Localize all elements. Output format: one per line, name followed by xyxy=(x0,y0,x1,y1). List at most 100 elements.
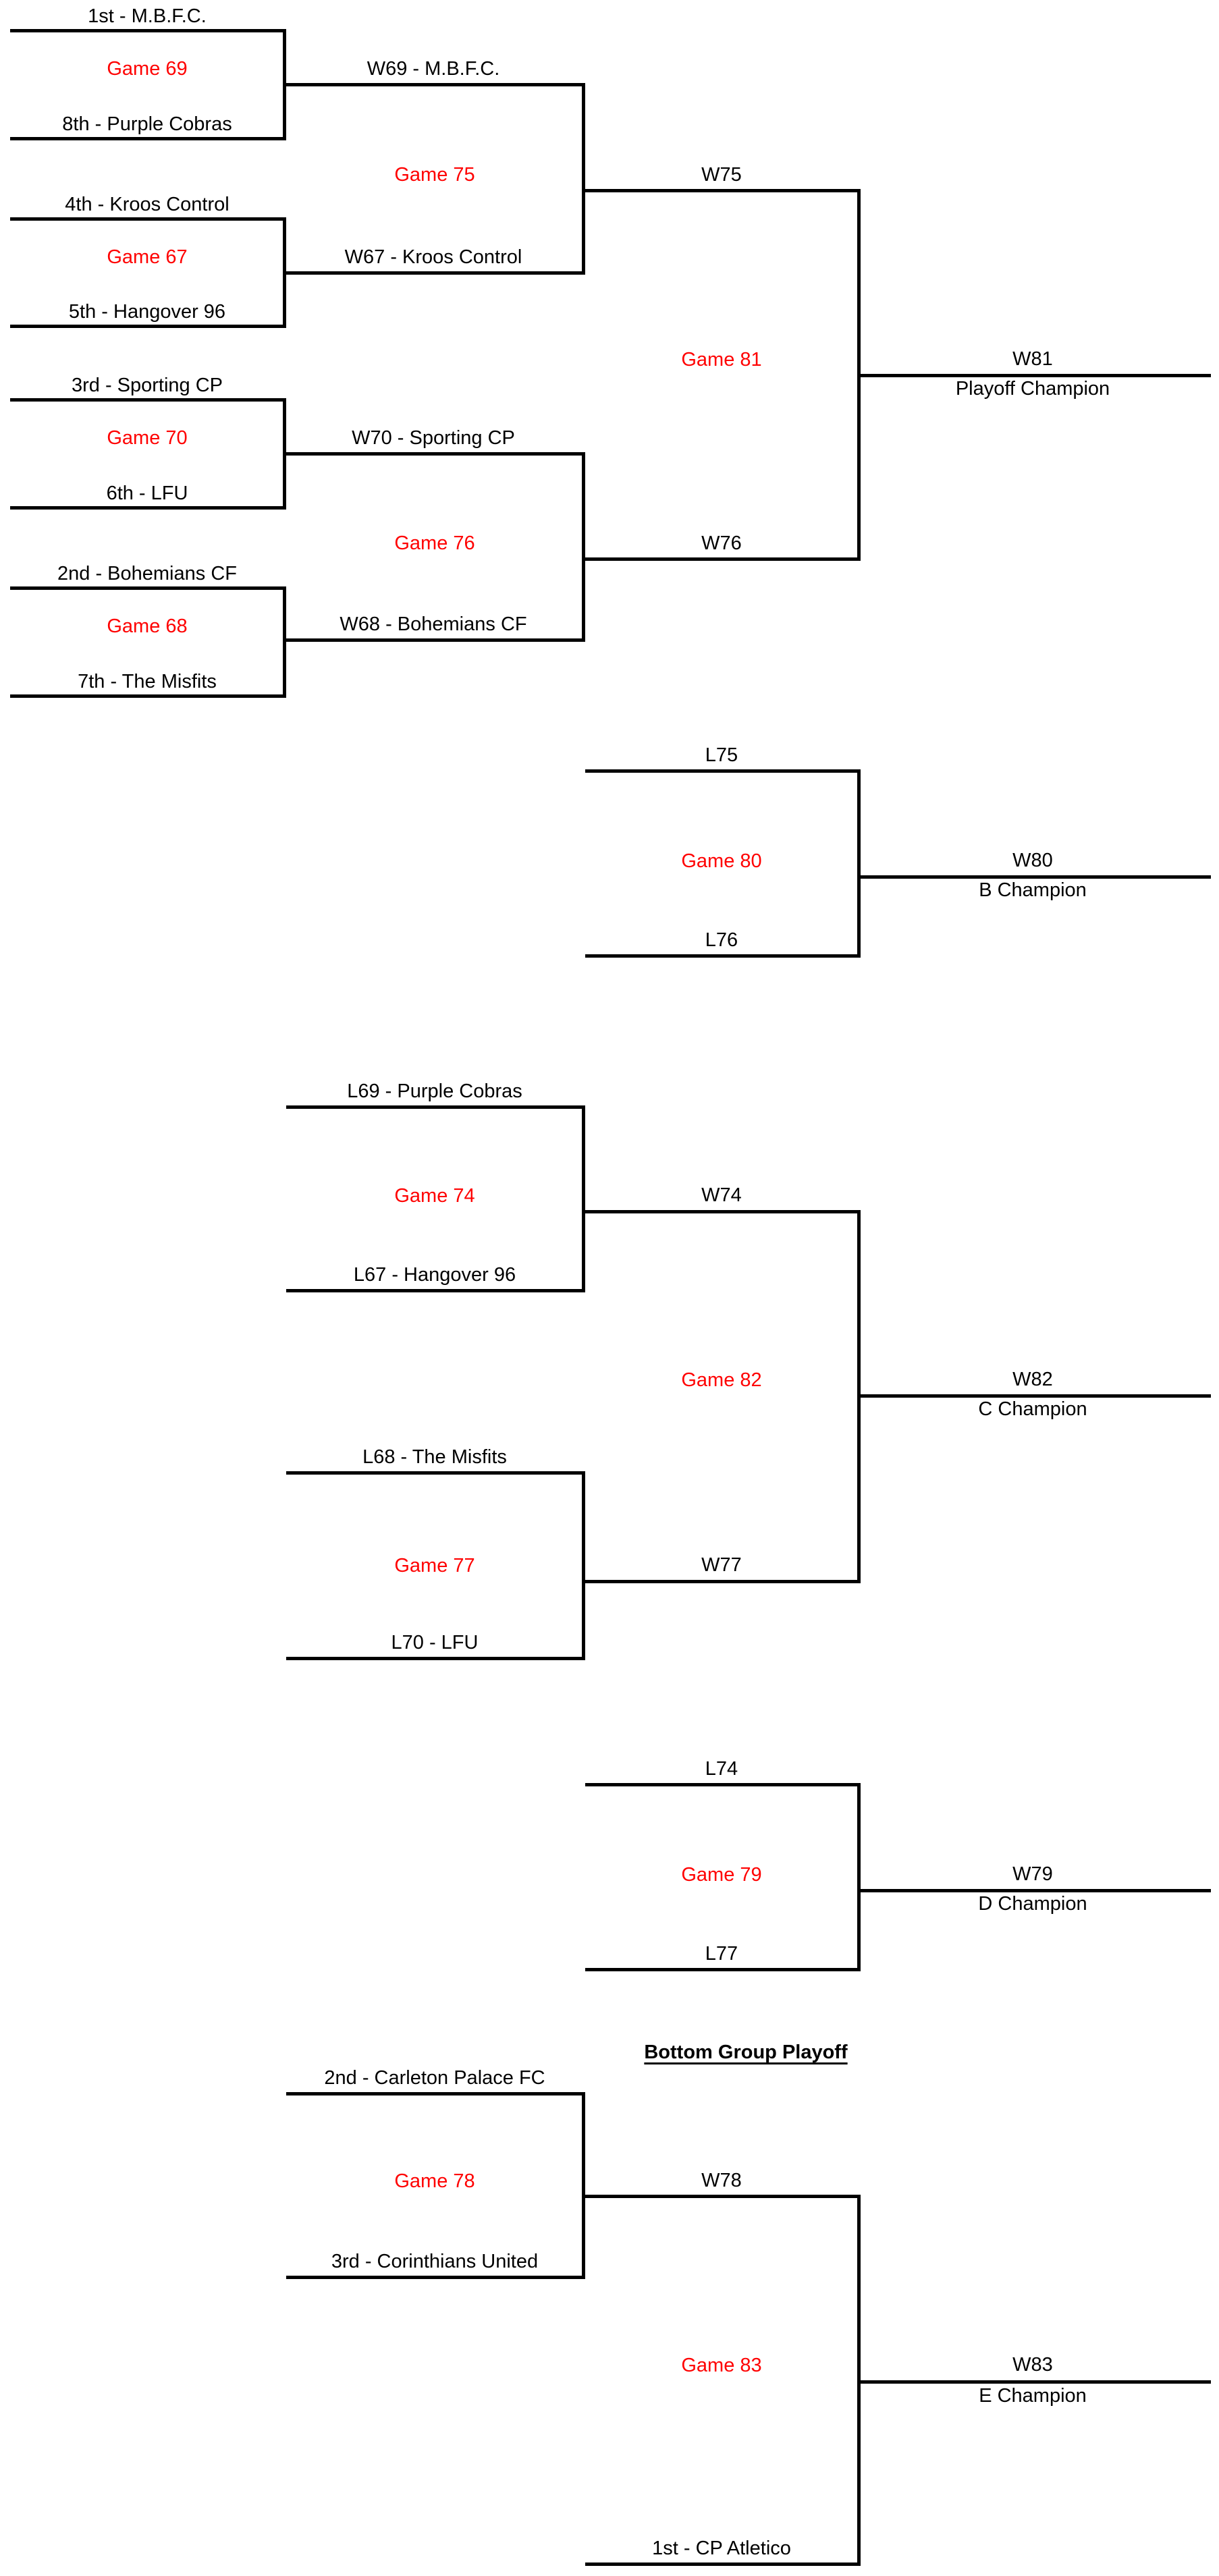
seed-label: L77 xyxy=(705,1943,738,1965)
line-w75 xyxy=(585,189,861,192)
line-w69 xyxy=(286,83,585,86)
team-label: 3rd - Corinthians United xyxy=(331,2251,539,2273)
line-w83 xyxy=(861,2380,1211,2384)
team-label: 3rd - Sporting CP xyxy=(71,375,223,397)
connector-g78 xyxy=(582,2092,585,2279)
champion-label: Playoff Champion xyxy=(955,378,1110,400)
line-w81 xyxy=(861,374,1211,377)
connector-g69 xyxy=(283,29,286,140)
connector-g77 xyxy=(582,1471,585,1660)
game-label: Game 81 xyxy=(681,349,762,371)
champion-label: B Champion xyxy=(979,879,1087,902)
winner-label: W69 - M.B.F.C. xyxy=(367,58,500,80)
winner-label: W82 xyxy=(1012,1369,1053,1391)
team-label: 5th - Hangover 96 xyxy=(68,301,226,323)
team-label: 2nd - Carleton Palace FC xyxy=(324,2067,545,2089)
seed-label: L74 xyxy=(705,1758,738,1780)
line-cp-atletico xyxy=(585,2563,861,2566)
connector-g82 xyxy=(857,1210,861,1583)
winner-label: W74 xyxy=(701,1184,742,1207)
team-label: 7th - The Misfits xyxy=(78,671,217,693)
line-w68 xyxy=(286,638,585,642)
line-carleton xyxy=(286,2092,585,2095)
winner-label: W77 xyxy=(701,1554,742,1577)
team-label: 1st - CP Atletico xyxy=(652,2538,791,2560)
game-label: Game 70 xyxy=(107,427,188,449)
game-label: Game 82 xyxy=(681,1369,762,1392)
winner-label: W78 xyxy=(701,2170,742,2192)
connector-g67 xyxy=(283,217,286,328)
game-label: Game 83 xyxy=(681,2355,762,2377)
line-w78 xyxy=(585,2195,861,2198)
team-label: 2nd - Bohemians CF xyxy=(57,563,237,585)
winner-label: W81 xyxy=(1012,348,1053,371)
team-label: L70 - LFU xyxy=(391,1632,479,1654)
champion-label: D Champion xyxy=(978,1893,1087,1915)
connector-g76 xyxy=(582,452,585,642)
line-g68-bottom xyxy=(10,694,286,698)
winner-label: W67 - Kroos Control xyxy=(344,246,522,269)
team-label: L67 - Hangover 96 xyxy=(353,1264,516,1286)
winner-label: W83 xyxy=(1012,2354,1053,2376)
game-label: Game 76 xyxy=(394,532,475,555)
line-g67-top xyxy=(10,217,286,221)
line-w80 xyxy=(861,875,1211,879)
game-label: Game 79 xyxy=(681,1864,762,1886)
line-g70-bottom xyxy=(10,506,286,510)
game-label: Game 78 xyxy=(394,2170,475,2193)
connector-g68 xyxy=(283,586,286,698)
line-l77 xyxy=(585,1968,861,1971)
game-label: Game 80 xyxy=(681,850,762,873)
game-label: Game 69 xyxy=(107,58,188,80)
connector-g75 xyxy=(582,83,585,275)
team-label: L68 - The Misfits xyxy=(362,1446,507,1469)
winner-label: W76 xyxy=(701,532,742,555)
line-l69 xyxy=(286,1105,585,1109)
line-l75 xyxy=(585,769,861,773)
line-w74 xyxy=(585,1210,861,1213)
line-w76 xyxy=(585,557,861,561)
line-l67 xyxy=(286,1289,585,1292)
team-label: 1st - M.B.F.C. xyxy=(88,5,207,28)
team-label: L69 - Purple Cobras xyxy=(347,1080,522,1103)
line-g70-top xyxy=(10,398,286,402)
line-g67-bottom xyxy=(10,325,286,328)
seed-label: L75 xyxy=(705,744,738,767)
line-w70 xyxy=(286,452,585,456)
team-label: 8th - Purple Cobras xyxy=(62,113,232,136)
line-g68-top xyxy=(10,586,286,590)
connector-g70 xyxy=(283,398,286,510)
game-label: Game 74 xyxy=(394,1185,475,1207)
winner-label: W79 xyxy=(1012,1863,1053,1886)
winner-label: W75 xyxy=(701,164,742,186)
connector-g80 xyxy=(857,769,861,958)
connector-g79 xyxy=(857,1783,861,1971)
section-heading: Bottom Group Playoff xyxy=(644,2041,848,2064)
line-w67 xyxy=(286,271,585,275)
connector-g81 xyxy=(857,189,861,561)
winner-label: W80 xyxy=(1012,850,1053,872)
line-w79 xyxy=(861,1889,1211,1892)
line-l74 xyxy=(585,1783,861,1786)
game-label: Game 75 xyxy=(394,164,475,186)
line-w82 xyxy=(861,1394,1211,1398)
champion-label: E Champion xyxy=(979,2385,1087,2407)
winner-label: W68 - Bohemians CF xyxy=(340,613,527,636)
line-g69-top xyxy=(10,29,286,32)
connector-g74 xyxy=(582,1105,585,1292)
game-label: Game 67 xyxy=(107,246,188,269)
team-label: 4th - Kroos Control xyxy=(65,194,229,216)
seed-label: L76 xyxy=(705,929,738,952)
line-l68 xyxy=(286,1471,585,1475)
line-w77 xyxy=(585,1580,861,1583)
game-label: Game 68 xyxy=(107,615,188,638)
game-label: Game 77 xyxy=(394,1555,475,1577)
champion-label: C Champion xyxy=(978,1398,1087,1421)
team-label: 6th - LFU xyxy=(106,483,188,505)
line-l70 xyxy=(286,1657,585,1660)
line-l76 xyxy=(585,954,861,958)
line-g69-bottom xyxy=(10,137,286,140)
line-corinthians xyxy=(286,2276,585,2279)
winner-label: W70 - Sporting CP xyxy=(352,427,515,449)
